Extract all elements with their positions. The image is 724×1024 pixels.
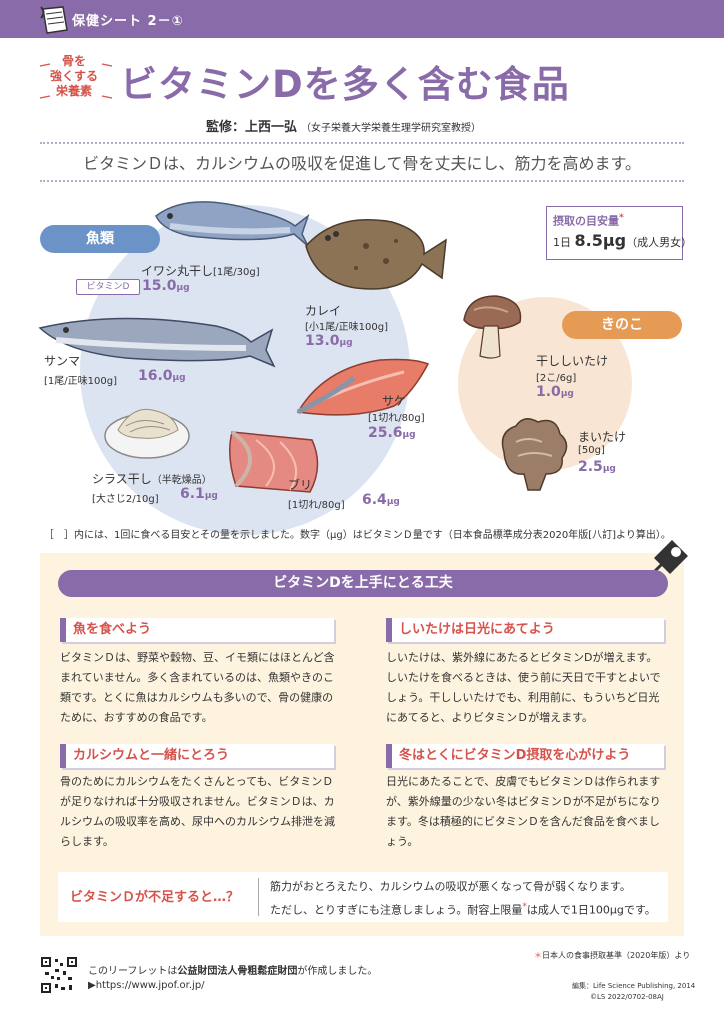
tagline-line-1: 骨を — [61, 54, 86, 68]
tagline-line-2: 強くする — [49, 69, 98, 83]
supervisor-name: 監修：上西一弘 — [206, 120, 298, 135]
food-shirasu: シラス干し（半乾燥品） — [92, 472, 212, 486]
copyright-code: ©LS 2022/0702-08AJ — [590, 993, 664, 1001]
portion-note: ［ ］内には、1回に食べる目安とその量を示しました。数字（μg）はビタミンＤ量で… — [44, 530, 671, 541]
deficit-label: ビタミンＤが不足すると…？ — [70, 890, 240, 905]
food-shirasu-portion: [大さじ2/10g] — [92, 494, 159, 505]
buri-illustration-icon — [229, 430, 319, 493]
supervisor-affiliation: （女子栄養大学栄養生理学研究室教授） — [301, 123, 482, 134]
food-sanma-value: 16.0μg — [138, 368, 186, 384]
tip-body-eat-fish: ビタミンＤは、野菜や穀物、豆、イモ類にはほとんど含まれていません。多く含まれてい… — [60, 651, 335, 724]
sanma-illustration-icon — [38, 317, 276, 368]
food-sake-portion: [1切れ/80g] — [368, 413, 425, 424]
tip-title-shiitake-sun: しいたけは日光にあてよう — [386, 618, 664, 642]
food-iwashi-value: 15.0μg — [142, 278, 190, 294]
deficit-separator — [258, 878, 259, 916]
vitamin-d-tag: ビタミンD — [76, 279, 140, 295]
intake-title: 摂取の目安量* — [553, 212, 624, 228]
document-sheet-icon — [40, 6, 68, 34]
food-sake-value: 25.6μg — [368, 425, 416, 441]
food-shirasu-value: 6.1μg — [180, 486, 218, 502]
divider-bottom — [40, 180, 684, 182]
tip-body-winter: 日光にあたることで、皮膚でもビタミンＤは作られますが、紫外線量の少ない冬はビタミ… — [386, 775, 661, 848]
category-mushroom: きのこ — [562, 311, 682, 339]
food-sanma-portion: [1尾/正味100g] — [44, 376, 117, 387]
shiitake-illustration-icon — [463, 295, 522, 359]
deficit-line-1: 筋力がおとろえたり、カルシウムの吸収が悪くなって骨が弱くなります。 — [270, 880, 631, 893]
tips-heading: ビタミンDを上手にとる工夫 — [58, 570, 668, 597]
sake-illustration-icon — [296, 358, 430, 416]
footnote: ＊日本人の食事摂取基準（2020年版）より — [534, 951, 691, 960]
tagline-line-3: 栄養素 — [55, 84, 92, 98]
divider-top — [40, 142, 684, 144]
food-maitake-portion: [50g] — [578, 445, 605, 456]
deficit-text: 筋力がおとろえたり、カルシウムの吸収が悪くなって骨が弱くなります。 ただし、とり… — [270, 877, 665, 921]
header-bar — [0, 0, 724, 38]
food-maitake: まいたけ — [578, 430, 627, 444]
food-shiitake-portion: [2こ/6g] — [536, 373, 577, 384]
food-buri-portion: [1切れ/80g] — [288, 500, 345, 511]
category-fish: 魚類 — [40, 225, 160, 253]
qr-code-icon[interactable] — [41, 957, 77, 993]
tip-title-eat-fish: 魚を食べよう — [60, 618, 334, 642]
tip-body-with-calcium: 骨のためにカルシウムをたくさんとっても、ビタミンＤが足りなければ十分吸収されませ… — [60, 775, 335, 848]
food-karei: カレイ — [305, 304, 342, 318]
tagline-strokes-icon — [39, 63, 113, 99]
food-shiitake-value: 1.0μg — [536, 384, 574, 400]
maitake-illustration-icon — [501, 418, 568, 491]
sheet-label: 保健シート 2－① — [72, 14, 184, 29]
tip-title-winter: 冬はとくにビタミンD摂取を心がけよう — [386, 744, 664, 768]
supervisor: 監修：上西一弘（女子栄養大学栄養生理学研究室教授） — [206, 116, 481, 135]
deficit-box — [58, 872, 668, 922]
tip-body-shiitake-sun: しいたけは、紫外線にあたるとビタミンDが増えます。しいたけを食べるときは、使う前… — [386, 651, 661, 724]
publisher-credit: 編集：Life Science Publishing, 2014 — [572, 982, 696, 990]
food-karei-portion: [小1尾/正味100g] — [305, 322, 388, 333]
iwashi-illustration-icon — [155, 201, 310, 247]
food-buri: ブリ — [288, 478, 313, 492]
food-sanma: サンマ — [44, 354, 81, 368]
food-karei-value: 13.0μg — [305, 333, 353, 349]
leaflet-credit: このリーフレットは公益財団法人骨粗鬆症財団が作成しました。 — [88, 966, 378, 977]
food-sake: サケ — [382, 394, 407, 408]
summary-text: ビタミンＤは、カルシウムの吸収を促進して骨を丈夫にし、筋力を高めます。 — [83, 154, 641, 173]
food-buri-value: 6.4μg — [362, 492, 400, 508]
food-maitake-value: 2.5μg — [578, 459, 616, 475]
karei-illustration-icon — [305, 219, 447, 290]
tagline: 骨を 強くする 栄養素 — [38, 54, 110, 99]
food-iwashi: イワシ丸干し[1尾/30g] — [141, 264, 260, 278]
website-link[interactable]: ▶https://www.jpof.or.jp/ — [88, 980, 205, 991]
food-shiitake: 干ししいたけ — [536, 354, 609, 368]
intake-box — [546, 206, 683, 260]
page-title: ビタミンDを多く含む食品 — [120, 63, 570, 106]
intake-value: 1日 8.5μg（成人男女） — [553, 231, 693, 250]
tip-title-with-calcium: カルシウムと一緒にとろう — [60, 744, 334, 768]
shirasu-illustration-icon — [104, 408, 190, 459]
deficit-line-2: ただし、とりすぎにも注意しましょう。耐容上限量*は成人で1日100μgです。 — [270, 901, 656, 917]
